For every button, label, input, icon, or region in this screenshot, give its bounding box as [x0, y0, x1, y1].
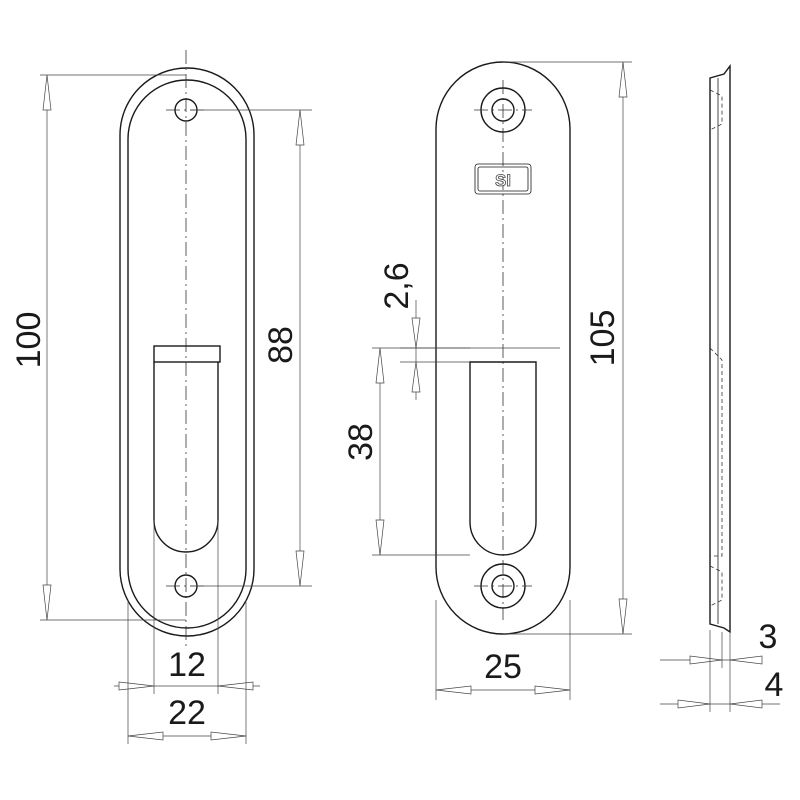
front-plate-inner	[127, 79, 247, 629]
dim-side-3-label: 3	[759, 618, 778, 656]
dim-back-25: 25	[435, 600, 571, 700]
dim-front-100-label: 100	[10, 312, 48, 369]
dim-back-2-6: 2,6	[378, 262, 560, 400]
dim-back-105: 105	[503, 61, 632, 635]
dim-back-38: 38	[342, 347, 470, 556]
dim-back-2-6-label: 2,6	[378, 262, 416, 309]
dim-side-4: 4	[660, 630, 783, 712]
dim-front-88: 88	[190, 109, 312, 587]
dim-front-22: 22	[127, 600, 247, 744]
dim-back-38-label: 38	[342, 423, 380, 461]
side-profile	[709, 63, 731, 634]
si-logo-text: SI	[495, 171, 511, 190]
dim-front-12-label: 12	[168, 646, 206, 684]
front-plate-outer	[119, 67, 255, 637]
si-logo: SI	[474, 163, 532, 195]
side-view	[709, 63, 731, 634]
side-countersink-top	[709, 89, 723, 131]
dim-front-22-label: 22	[168, 694, 206, 732]
front-slot-top	[153, 345, 221, 363]
dim-back-105-label: 105	[584, 310, 622, 367]
front-view	[119, 50, 255, 650]
dim-side-3: 3	[660, 618, 777, 668]
dim-back-25-label: 25	[484, 648, 522, 686]
dim-front-88-label: 88	[262, 326, 300, 364]
dim-front-12: 12	[114, 520, 260, 694]
side-countersink-bottom	[709, 565, 723, 607]
back-slot	[469, 361, 537, 556]
side-slot-hidden	[709, 347, 723, 557]
front-slot	[153, 362, 219, 553]
dim-front-100: 100	[10, 74, 186, 621]
dim-side-4-label: 4	[765, 666, 784, 704]
